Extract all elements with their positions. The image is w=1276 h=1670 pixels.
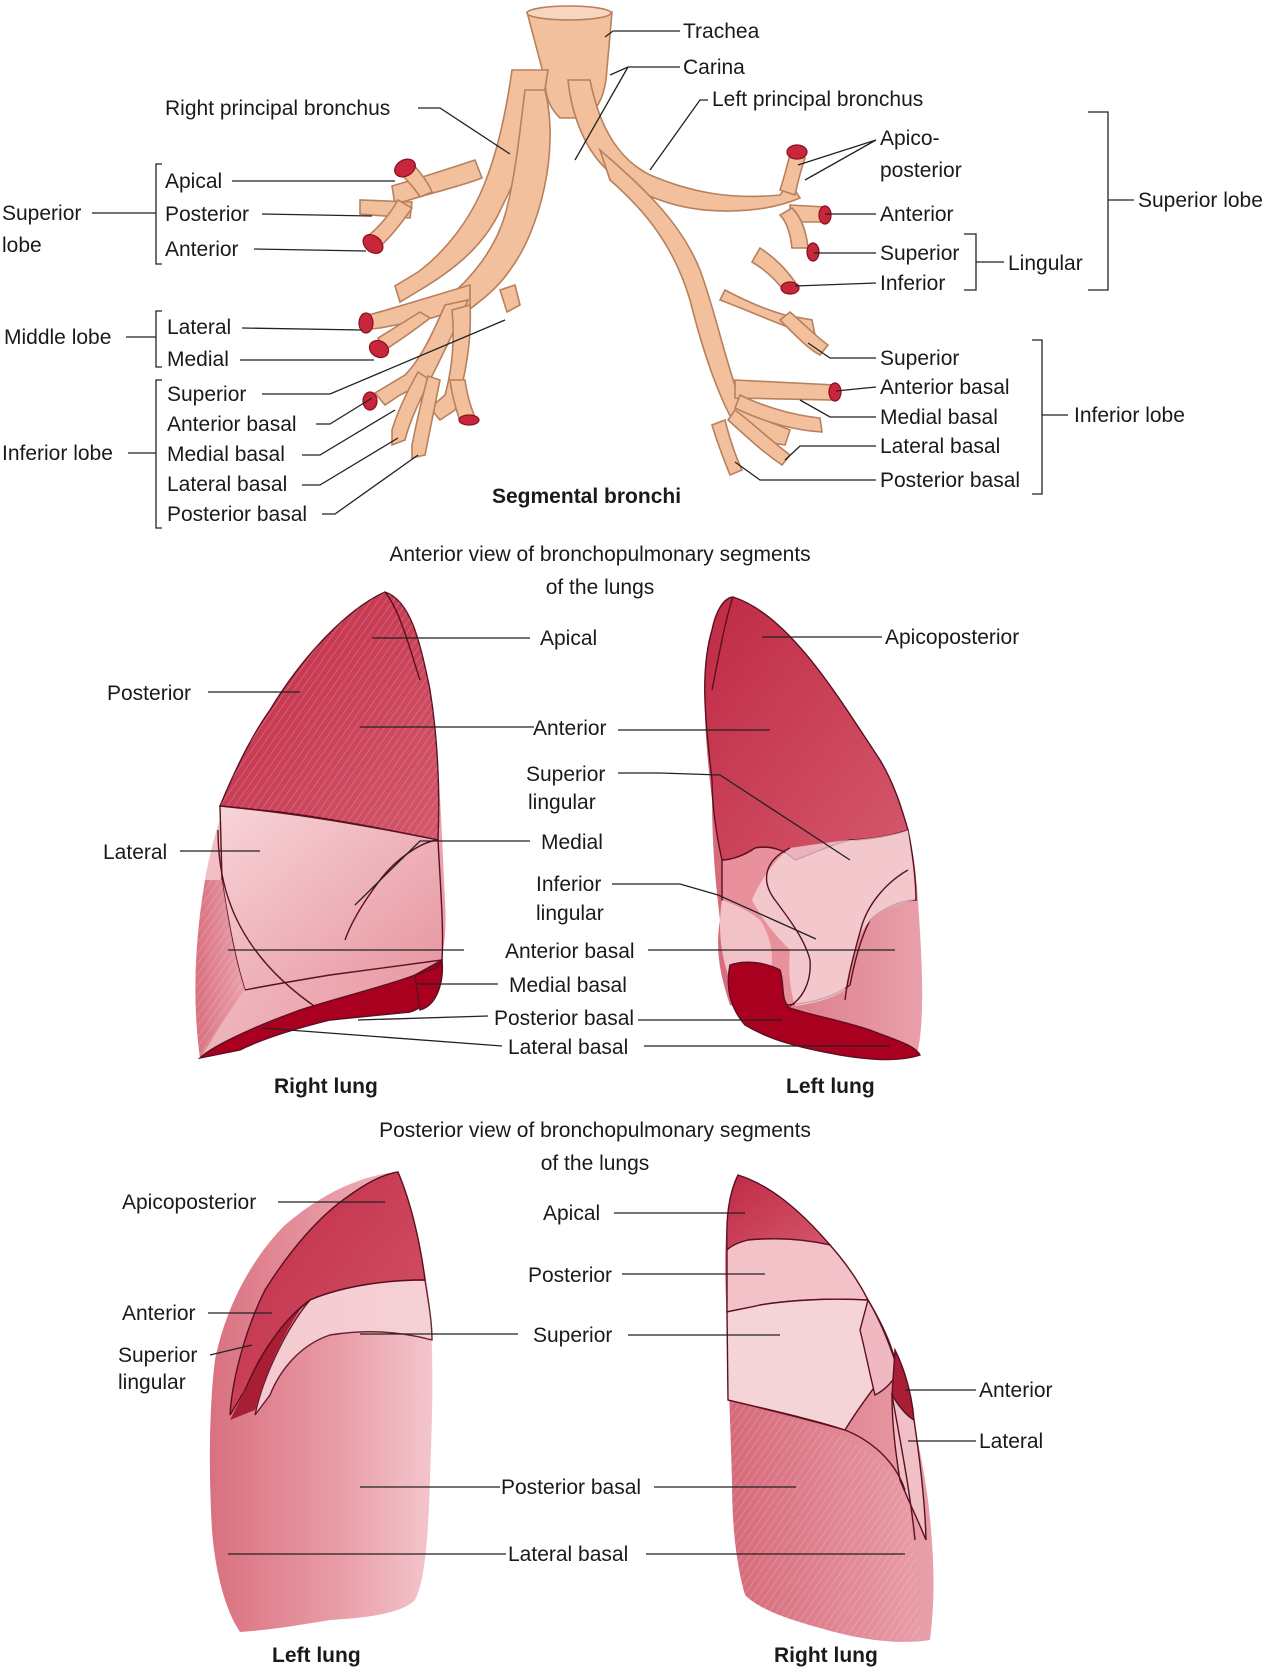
av-label-inferior-lingular-1: Inferior <box>536 873 601 896</box>
pv-label-apicoposterior: Apicoposterior <box>122 1191 256 1214</box>
pv-label-posterior: Posterior <box>528 1264 612 1287</box>
av-label-posterior-basal: Posterior basal <box>494 1007 634 1030</box>
anterior-left-lines <box>612 636 895 1047</box>
anterior-left-lung <box>704 596 923 1061</box>
label-rb-lateral: Lateral <box>167 316 231 339</box>
bronchial-tree <box>358 5 842 477</box>
label-lb-apico-2: posterior <box>880 159 962 182</box>
label-lingular: Lingular <box>1008 252 1083 275</box>
posterior-view-title-2: of the lungs <box>541 1152 650 1175</box>
posterior-view-title-1: Posterior view of bronchopulmonary segme… <box>379 1119 811 1142</box>
label-right-superior-lobe-1: Superior <box>2 202 81 225</box>
label-rb-medial: Medial <box>167 348 229 371</box>
label-rb-apical: Apical <box>165 170 222 193</box>
label-lb-inf-lateral-basal: Lateral basal <box>880 435 1000 458</box>
label-lb-inf-posterior-basal: Posterior basal <box>880 469 1020 492</box>
anterior-right-lines <box>180 637 534 1047</box>
label-right-superior-lobe-2: lobe <box>2 234 42 257</box>
av-label-superior-lingular-1: Superior <box>526 763 605 786</box>
label-lb-inf-anterior-basal: Anterior basal <box>880 376 1010 399</box>
pv-label-superior-lingular-1: Superior <box>118 1344 197 1367</box>
label-lb-inf-medial-basal: Medial basal <box>880 406 998 429</box>
label-rb-inf-posterior-basal: Posterior basal <box>167 503 307 526</box>
av-label-lateral: Lateral <box>103 841 167 864</box>
label-trachea: Trachea <box>683 20 760 43</box>
label-lb-anterior: Anterior <box>880 203 954 226</box>
av-label-superior-lingular-2: lingular <box>528 791 596 814</box>
label-carina: Carina <box>683 56 745 79</box>
label-right-middle-lobe: Middle lobe <box>4 326 111 349</box>
pv-label-superior: Superior <box>533 1324 612 1347</box>
label-rb-posterior: Posterior <box>165 203 249 226</box>
bronchi-labels: Trachea Carina Right principal bronchus … <box>2 20 1263 529</box>
posterior-view-labels: Apicoposterior Apical Posterior Anterior… <box>118 1191 1053 1667</box>
av-label-medial-basal: Medial basal <box>509 974 627 997</box>
label-rb-inf-medial-basal: Medial basal <box>167 443 285 466</box>
pv-label-posterior-basal: Posterior basal <box>501 1476 641 1499</box>
pv-label-anterior-right: Anterior <box>979 1379 1053 1402</box>
segmental-bronchi-title: Segmental bronchi <box>492 485 681 508</box>
label-right-principal: Right principal bronchus <box>165 97 390 120</box>
av-label-medial: Medial <box>541 831 603 854</box>
av-label-lateral-basal: Lateral basal <box>508 1036 628 1059</box>
anterior-view-title-2: of the lungs <box>546 576 655 599</box>
pv-label-anterior-left: Anterior <box>122 1302 196 1325</box>
label-rb-inf-anterior-basal: Anterior basal <box>167 413 297 436</box>
anterior-right-lung <box>195 591 446 1060</box>
label-rb-inf-superior: Superior <box>167 383 246 406</box>
av-label-anterior-basal: Anterior basal <box>505 940 635 963</box>
av-right-lung-caption: Right lung <box>274 1075 378 1098</box>
label-lb-inf-superior: Superior <box>880 347 959 370</box>
av-left-lung-caption: Left lung <box>786 1075 875 1098</box>
pv-label-superior-lingular-2: lingular <box>118 1371 186 1394</box>
label-lb-inferior: Inferior <box>880 272 945 295</box>
av-label-apicoposterior: Apicoposterior <box>885 626 1019 649</box>
label-rb-anterior: Anterior <box>165 238 239 261</box>
label-rb-inf-lateral-basal: Lateral basal <box>167 473 287 496</box>
posterior-left-lung <box>209 1171 433 1632</box>
label-left-inferior-lobe: Inferior lobe <box>1074 404 1185 427</box>
posterior-right-lung <box>725 1174 934 1642</box>
pv-right-lung-caption: Right lung <box>774 1644 878 1667</box>
posterior-left-lines <box>208 1201 518 1555</box>
av-label-anterior: Anterior <box>533 717 607 740</box>
av-label-posterior: Posterior <box>107 682 191 705</box>
posterior-right-lines <box>614 1212 976 1555</box>
anterior-view-labels: Apical Apicoposterior Posterior Anterior… <box>103 626 1019 1098</box>
label-right-inferior-lobe: Inferior lobe <box>2 442 113 465</box>
pv-label-lateral: Lateral <box>979 1430 1043 1453</box>
pv-label-apical: Apical <box>543 1202 600 1225</box>
pv-label-lateral-basal: Lateral basal <box>508 1543 628 1566</box>
pv-left-lung-caption: Left lung <box>272 1644 361 1667</box>
label-lb-apico-1: Apico- <box>880 127 940 150</box>
av-label-apical: Apical <box>540 627 597 650</box>
label-left-principal: Left principal bronchus <box>712 88 923 111</box>
label-left-superior-lobe: Superior lobe <box>1138 189 1263 212</box>
av-label-inferior-lingular-2: lingular <box>536 902 604 925</box>
label-lb-superior: Superior <box>880 242 959 265</box>
anterior-view-title-1: Anterior view of bronchopulmonary segmen… <box>389 543 810 566</box>
